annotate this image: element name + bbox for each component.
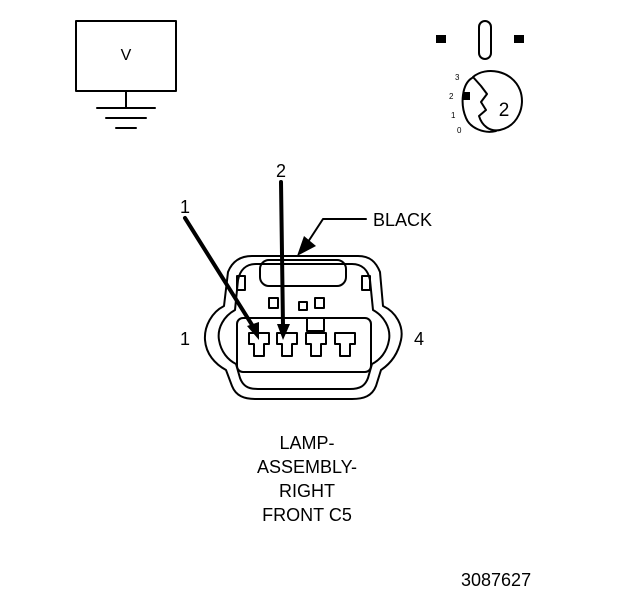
caption-line: FRONT C5 bbox=[262, 505, 352, 525]
latch-right bbox=[361, 275, 371, 291]
connector-c5 bbox=[203, 255, 403, 400]
arrowhead-icon bbox=[277, 324, 290, 340]
wire-color-pointer bbox=[297, 218, 367, 256]
key-marker-left bbox=[436, 35, 446, 43]
key-position-marker bbox=[463, 92, 470, 100]
connector-inner-housing bbox=[217, 263, 391, 390]
terminal-cavity-frame bbox=[236, 317, 372, 373]
terminal-pin-4 bbox=[334, 332, 356, 357]
key-position-2: 2 bbox=[449, 92, 454, 101]
caption-line: LAMP- bbox=[279, 433, 334, 453]
arrowhead-icon bbox=[297, 236, 316, 256]
key-slot-right bbox=[314, 297, 325, 309]
probe-2-label: 2 bbox=[276, 161, 286, 181]
pin-left-label: 1 bbox=[180, 329, 190, 349]
key-position-0: 0 bbox=[457, 126, 462, 135]
connector-outer-housing bbox=[203, 255, 403, 400]
key-marker-right bbox=[514, 35, 524, 43]
voltmeter-symbol: V bbox=[75, 20, 177, 129]
key-slot-mid bbox=[298, 301, 308, 311]
probe-arrow-2 bbox=[277, 180, 290, 340]
probe-1-label: 1 bbox=[180, 197, 190, 217]
terminal-pin-3 bbox=[305, 332, 327, 357]
pin-right-label: 4 bbox=[414, 329, 424, 349]
voltmeter-label: V bbox=[121, 47, 132, 64]
key-position-1: 1 bbox=[451, 111, 456, 120]
key-slot-center bbox=[306, 317, 325, 332]
ignition-switch: 3 2 1 0 2 bbox=[436, 20, 524, 135]
key-position-3: 3 bbox=[455, 73, 460, 82]
figure-id: 3087627 bbox=[461, 570, 531, 590]
connector-caption: LAMP- ASSEMBLY- RIGHT FRONT C5 bbox=[257, 433, 357, 525]
locking-tab bbox=[259, 259, 347, 287]
key-slot-icon bbox=[478, 20, 492, 60]
caption-line: ASSEMBLY- bbox=[257, 457, 357, 477]
wire-color-label: BLACK bbox=[373, 210, 432, 230]
key-slot-left bbox=[268, 297, 279, 309]
key-body-outline bbox=[461, 77, 497, 133]
key-selected-position: 2 bbox=[499, 100, 510, 121]
latch-left bbox=[236, 275, 246, 291]
ground-icon bbox=[96, 107, 156, 129]
key-icon bbox=[472, 70, 523, 132]
caption-line: RIGHT bbox=[279, 481, 335, 501]
arrowhead-icon bbox=[247, 322, 259, 340]
terminal-pin-1 bbox=[248, 332, 270, 357]
terminal-pin-2 bbox=[276, 332, 298, 357]
probe-arrow-1 bbox=[183, 216, 259, 340]
